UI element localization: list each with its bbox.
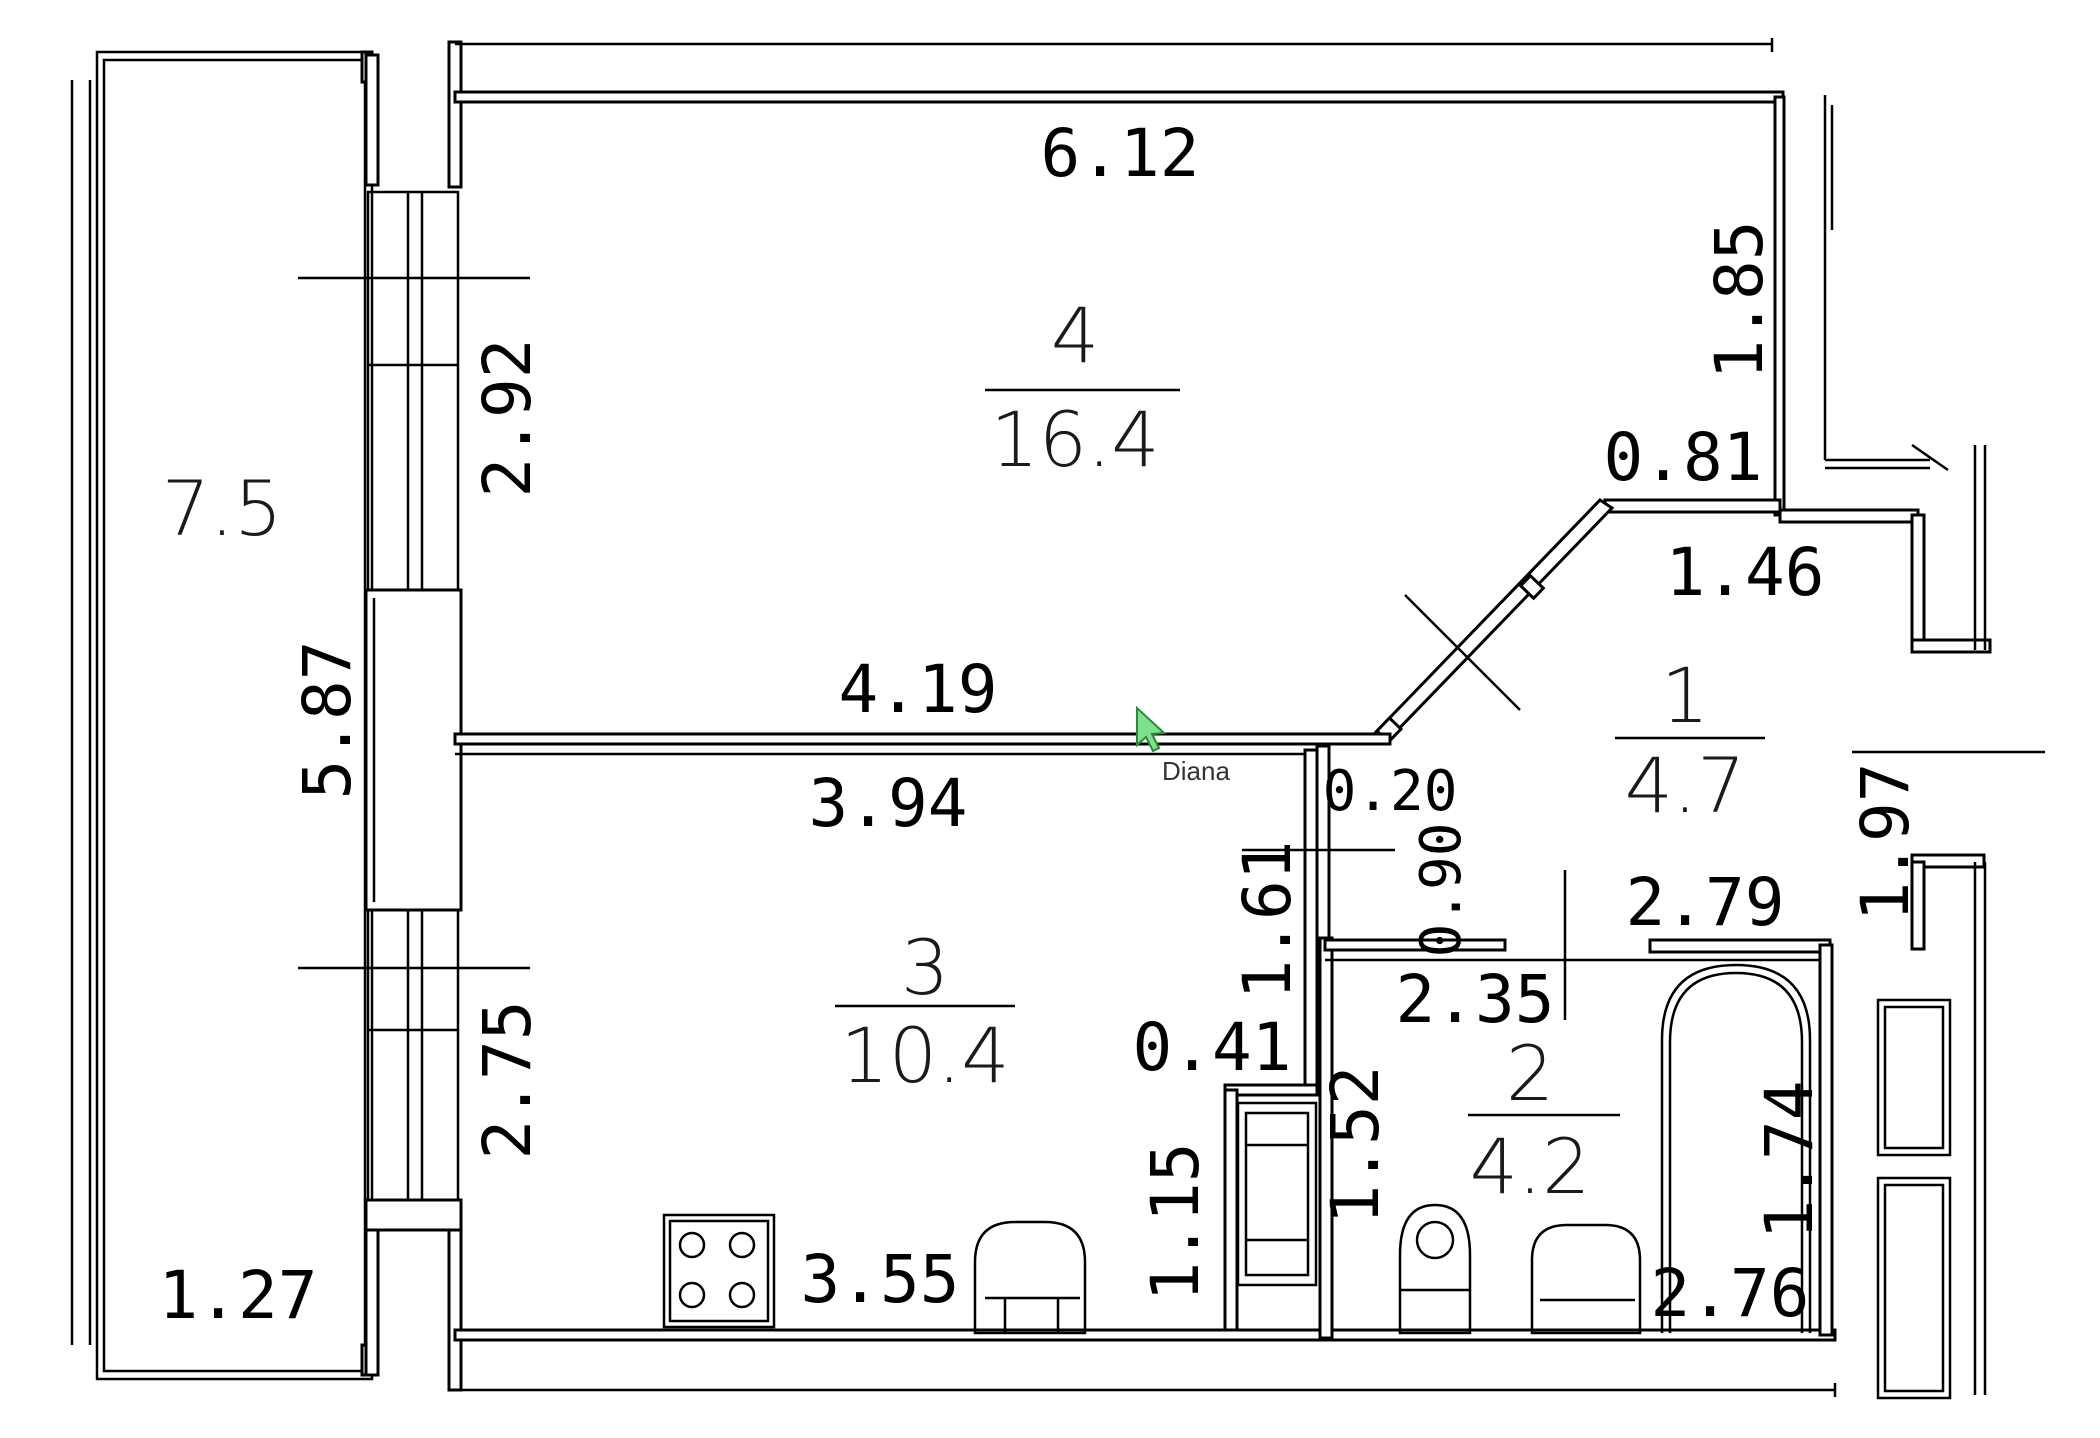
balcony (70, 50, 374, 1381)
toilet (1398, 1203, 1472, 1335)
bathtub (1660, 963, 1812, 1333)
top-wall-segment (453, 90, 1785, 104)
window-upper (366, 190, 460, 592)
dimension-label: 0.81 (1604, 419, 1763, 496)
cursor-arrow-icon (1136, 705, 1167, 753)
kitchen-sink (973, 1220, 1087, 1335)
washing-machine (1236, 1101, 1318, 1287)
top-wall (453, 38, 1785, 104)
dimension-label: 2.79 (1626, 864, 1785, 941)
dimension-label: 0.20 (1323, 759, 1458, 824)
room-number: 3 (901, 923, 949, 1012)
room4-right-wall (1773, 95, 1949, 517)
dimension-label: 0.41 (1133, 1009, 1292, 1086)
room-area: 16.4 (990, 395, 1159, 484)
room-number: 2 (1506, 1029, 1554, 1118)
dimension-label: 1.46 (1666, 534, 1825, 611)
left-wall-segment-bottom (364, 1228, 380, 1377)
dimension-label: 3.94 (809, 765, 968, 842)
room-label-1: 1 4.7 (1615, 651, 1765, 830)
left-wall-inner-bottom (447, 1228, 463, 1392)
bottom-wall-segment (453, 1328, 1837, 1342)
dimension-label: 3.55 (801, 1241, 960, 1318)
stove (662, 1213, 776, 1329)
room-label-2: 2 4.2 (1468, 1029, 1620, 1211)
room-number: 4 (1051, 291, 1099, 380)
dimension-label: 1.97 (1847, 763, 1924, 922)
bathroom-sink (1530, 1223, 1642, 1335)
dimension-label: 5.87 (289, 641, 366, 800)
window-lower (366, 908, 460, 1202)
remote-cursor: Diana (1136, 705, 1230, 786)
dimension-label: 1.15 (1137, 1143, 1214, 1302)
dimension-label: 2.76 (1651, 1255, 1810, 1332)
dimension-label: 0.90 (1409, 823, 1474, 958)
room-area: 4.2 (1470, 1122, 1591, 1211)
dimension-label: 2.35 (1396, 961, 1555, 1038)
dimension-label: 6.12 (1041, 115, 1200, 192)
dimension-label: 1.52 (1317, 1066, 1394, 1225)
dimension-label: 1.85 (1701, 221, 1778, 380)
bathroom-walls (1236, 870, 1834, 1340)
dimension-label: 1.27 (159, 1257, 318, 1334)
dimension-label: 1.74 (1751, 1081, 1828, 1240)
dimension-label: 4.19 (839, 651, 998, 728)
dimension-label: 2.92 (469, 339, 546, 498)
kitchen-walls (453, 744, 1837, 1397)
left-wall (298, 40, 530, 1392)
balcony-area-label: 7.5 (162, 464, 283, 553)
dimension-label: 2.75 (469, 1001, 546, 1160)
right-cabinets (1876, 998, 1952, 1400)
room-label-4: 4 16.4 (985, 291, 1180, 484)
left-wall-pier (364, 588, 463, 912)
room-label-3: 3 10.4 (835, 923, 1015, 1100)
room-area: 4.7 (1625, 741, 1746, 830)
room-area: 10.4 (840, 1011, 1009, 1100)
partition-4-3 (453, 732, 1392, 756)
room-number: 1 (1661, 651, 1709, 740)
dimension-label: 1.61 (1229, 841, 1306, 1000)
left-wall-segment-top (364, 53, 380, 187)
cursor-user-label: Diana (1162, 756, 1230, 786)
diagonal-door-wall (1373, 498, 1615, 742)
dimension-labels: 6.12 2.92 5.87 2.75 1.27 4.19 3.94 1.85 … (159, 115, 1924, 1334)
left-wall-inner-top (447, 40, 463, 189)
